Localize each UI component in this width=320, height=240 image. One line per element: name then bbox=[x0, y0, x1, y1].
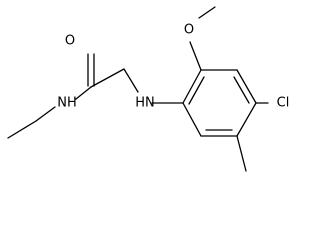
ring-bond-3 bbox=[236, 69, 257, 104]
bond-ch2-n-amine bbox=[123, 68, 139, 93]
atom-label-amide-nitrogen: NH bbox=[57, 96, 77, 111]
structure-diagram: O NH HN O Cl bbox=[7, 6, 290, 172]
bond-o-ch3-methoxy bbox=[198, 6, 216, 19]
bond-ch2-n-amide bbox=[35, 106, 56, 122]
bond-ch3-ch2 bbox=[7, 120, 37, 139]
bond-ring-o-methoxy bbox=[189, 41, 202, 71]
ring-bond-4 bbox=[236, 102, 257, 137]
atom-label-methoxy-oxygen: O bbox=[184, 23, 194, 38]
atom-label-carbonyl-oxygen: O bbox=[65, 34, 75, 49]
ring-bond-1-inner bbox=[188, 76, 205, 105]
molecule-drawing: O NH HN O Cl bbox=[7, 6, 290, 172]
atom-label-chlorine: Cl bbox=[277, 96, 290, 111]
ring-bond-6 bbox=[182, 102, 202, 137]
atom-label-amine-nitrogen: HN bbox=[135, 96, 155, 111]
bond-carbonyl-ch2 bbox=[90, 68, 125, 88]
ring-bond-3-inner bbox=[233, 76, 250, 104]
bond-n-amide-carbonyl bbox=[75, 86, 92, 100]
bond-ring-ch3 bbox=[236, 135, 247, 172]
ring-bond-1 bbox=[182, 69, 202, 104]
